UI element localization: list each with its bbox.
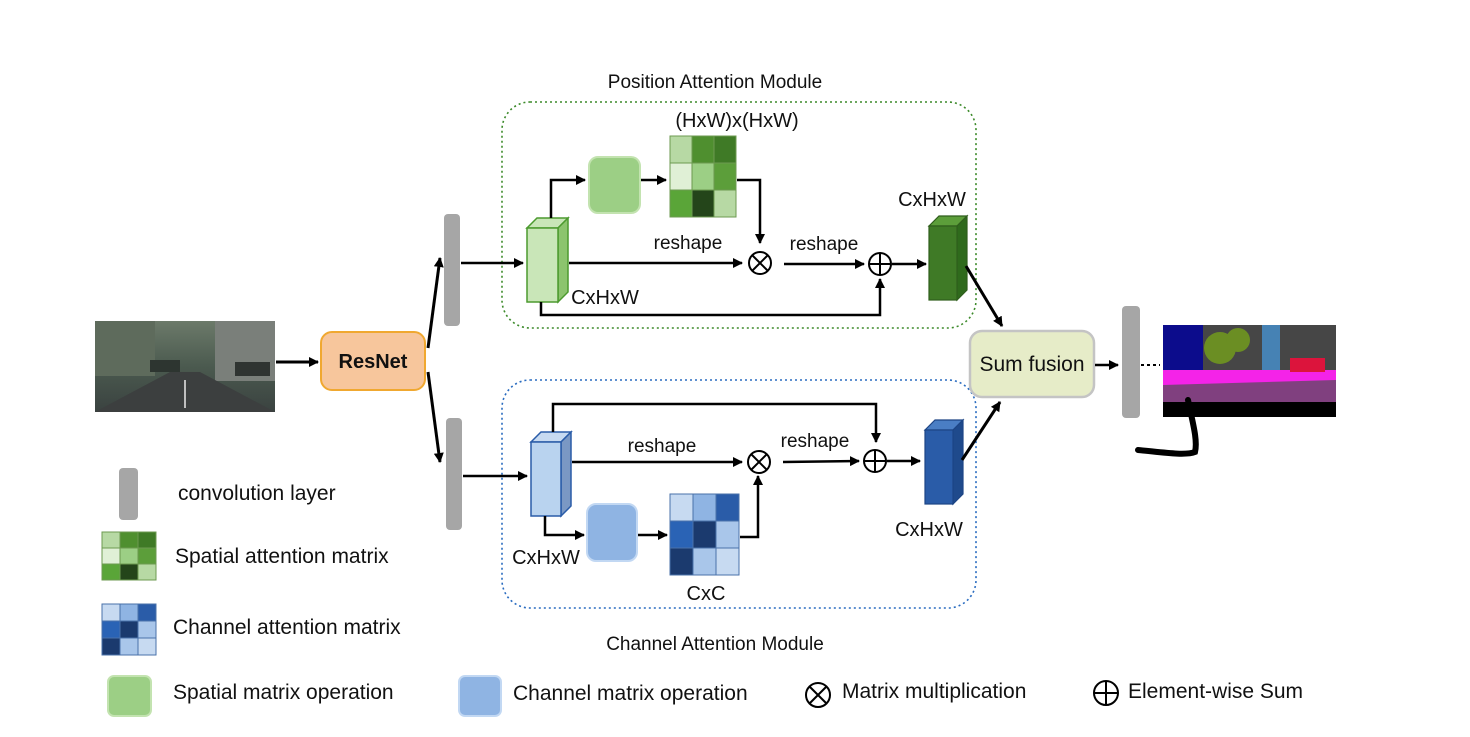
channel-input-feature xyxy=(529,430,573,518)
channel-reshape-label-2: reshape xyxy=(781,431,850,452)
legend-spatial-matrix-icon xyxy=(101,531,157,581)
arrow-feature-to-channel-op xyxy=(543,516,585,540)
channel-op-box xyxy=(586,503,638,562)
arrow-mult-to-sum-bottom xyxy=(782,456,860,467)
legend-channel-matrix-icon xyxy=(101,603,157,656)
position-matrix-label: (HxW)x(HxW) xyxy=(675,110,798,132)
sum-fusion-box xyxy=(968,329,1096,399)
legend-sum-icon xyxy=(1093,680,1119,706)
channel-attention-matrix xyxy=(669,493,740,576)
legend-spatial-op-label: Spatial matrix operation xyxy=(173,681,394,704)
arrow-position-output-to-fusion xyxy=(964,265,1004,327)
spatial-attention-matrix xyxy=(669,135,737,218)
conv-layer-output xyxy=(1122,306,1140,418)
resnet-label: ResNet xyxy=(339,351,408,373)
annotation-scribble xyxy=(1135,397,1199,457)
arrow-resnet-to-conv-top xyxy=(426,257,444,349)
matrix-mult-symbol-top xyxy=(748,251,772,275)
channel-reshape-label-1: reshape xyxy=(628,436,697,457)
channel-module-title: Channel Attention Module xyxy=(606,634,824,655)
resnet-box xyxy=(320,331,426,391)
position-output-label: CxHxW xyxy=(898,189,966,211)
matrix-mult-symbol-bottom xyxy=(747,450,771,474)
arrow-residual-top xyxy=(539,278,885,317)
channel-module-frame xyxy=(501,379,977,609)
arrow-feature-to-spatial-op xyxy=(549,175,586,218)
conv-layer-bottom xyxy=(446,418,462,530)
conv-layer-top xyxy=(444,214,460,326)
channel-matrix-label: CxC xyxy=(687,583,726,605)
position-reshape-label-2: reshape xyxy=(790,234,859,255)
position-output-feature xyxy=(927,214,969,302)
arrow-channel-output-to-fusion xyxy=(960,401,1002,461)
element-sum-symbol-top xyxy=(868,252,892,276)
arrow-matrix-to-mult-top xyxy=(737,178,765,244)
position-input-label: CxHxW xyxy=(571,287,639,309)
channel-output-feature xyxy=(923,418,965,506)
input-street-image xyxy=(95,321,275,412)
position-reshape-label-1: reshape xyxy=(654,233,723,254)
legend-conv-label: convolution layer xyxy=(178,482,336,505)
legend-mult-label: Matrix multiplication xyxy=(842,680,1026,703)
sum-fusion-label: Sum fusion xyxy=(979,353,1084,376)
arrow-matrix-to-mult-bottom xyxy=(740,475,763,539)
element-sum-symbol-bottom xyxy=(863,449,887,473)
legend-spatial-op-icon xyxy=(107,675,152,717)
legend-channel-op-label: Channel matrix operation xyxy=(513,682,748,705)
position-input-feature xyxy=(525,216,570,304)
position-module-frame xyxy=(501,101,977,329)
channel-input-label: CxHxW xyxy=(512,547,580,569)
output-segmentation-image xyxy=(1163,325,1336,417)
legend-sum-label: Element-wise Sum xyxy=(1128,680,1303,703)
channel-output-label: CxHxW xyxy=(895,519,963,541)
arrow-resnet-to-conv-bottom xyxy=(426,371,444,463)
legend-channel-matrix-label: Channel attention matrix xyxy=(173,616,401,639)
legend-conv-icon xyxy=(119,468,138,520)
legend-mult-icon xyxy=(805,682,831,708)
legend-channel-op-icon xyxy=(458,675,502,717)
spatial-op-box xyxy=(588,156,641,214)
position-module-title: Position Attention Module xyxy=(608,72,822,93)
legend-spatial-matrix-label: Spatial attention matrix xyxy=(175,545,389,568)
arrow-residual-bottom xyxy=(551,402,881,443)
